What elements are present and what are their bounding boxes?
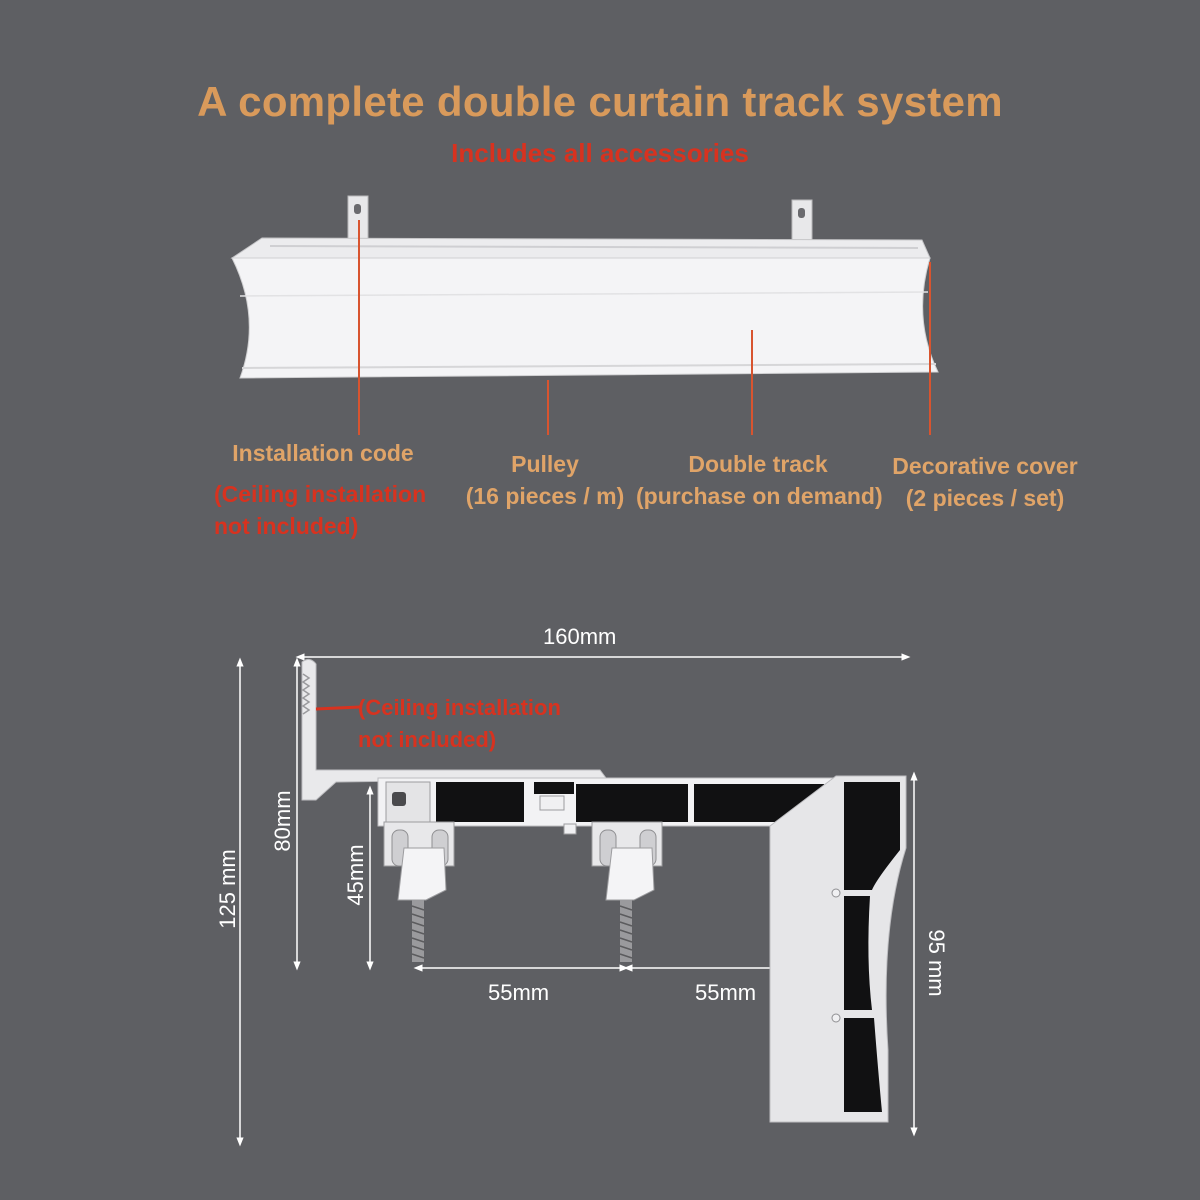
pulley-carriage-2 [591,821,663,962]
installation-code-note: (Ceiling installation not included) [214,478,426,542]
ceiling-installation-note: (Ceiling installation not included) [358,692,561,756]
dim-label-pulley-height: 45mm [343,844,368,906]
pulley-carriage-1 [383,821,455,962]
dim-label-spacing-2: 55mm [695,980,757,1005]
dim-label-total-height: 125 mm [215,849,240,929]
label-installation-code: Installation code [218,437,428,469]
pulley-detail: (16 pieces / m) [465,483,625,509]
ceiling-note-line2: not included) [358,727,497,752]
installation-code-title: Installation code [232,440,414,466]
ceiling-bracket [301,658,607,801]
dim-label-spacing-1: 55mm [488,980,550,1005]
track-profile [377,777,839,835]
dim-label-width: 160mm [543,624,617,649]
label-double-track: Double track (purchase on demand) [636,448,883,512]
double-track-detail: (purchase on demand) [636,483,883,509]
decorative-cover-profile [769,775,907,1123]
page-subtitle: Includes all accessories [451,138,749,168]
pointer-ceiling-note [315,705,361,711]
decorative-cover-detail: (2 pieces / set) [905,485,1065,511]
pulley-title: Pulley [511,451,579,477]
double-track-title: Double track [688,451,828,477]
dim-label-cover-height: 95 mm [924,929,949,997]
ceiling-note-line1: (Ceiling installation [358,695,561,720]
decorative-cover-title: Decorative cover [892,453,1078,479]
dim-label-bracket-height: 80mm [270,790,295,852]
label-pulley: Pulley (16 pieces / m) [460,448,630,512]
page-title: A complete double curtain track system [197,78,1003,125]
installation-code-note-line2: not included) [214,513,359,539]
label-decorative-cover: Decorative cover (2 pieces / set) [890,450,1080,514]
installation-code-note-line1: (Ceiling installation [214,481,427,507]
